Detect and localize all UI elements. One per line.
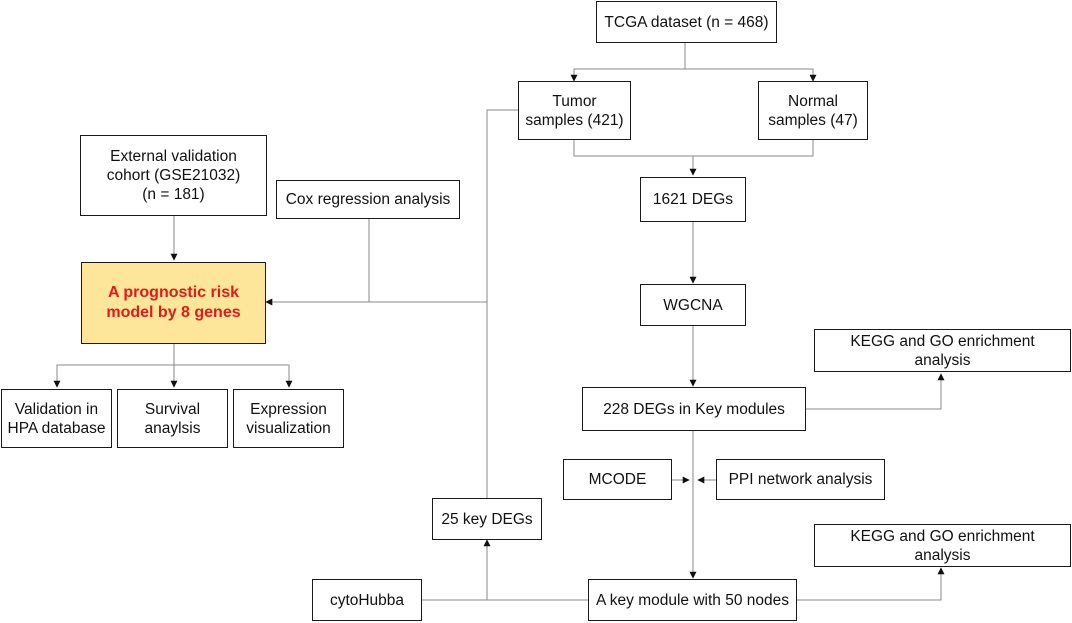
cox-regression-label: Cox regression analysis bbox=[285, 191, 451, 208]
external-validation-node: External validation cohort (GSE21032) (n… bbox=[80, 135, 267, 216]
key-module-label: A key module with 50 nodes bbox=[595, 591, 789, 609]
degs-1621-node: 1621 DEGs bbox=[640, 177, 746, 222]
hpa-validation-label: Validation in HPA database bbox=[7, 400, 106, 437]
edge-tcga-to-tumor bbox=[570, 43, 686, 82]
survival-analysis-node: Survival anaylsis bbox=[117, 389, 228, 448]
expression-visualization-label: Expression visualization bbox=[246, 400, 331, 437]
survival-analysis-label: Survival anaylsis bbox=[144, 400, 201, 437]
degs-228-node: 228 DEGs in Key modules bbox=[582, 387, 806, 431]
expression-visualization-node: Expression visualization bbox=[233, 389, 344, 448]
ppi-network-label: PPI network analysis bbox=[728, 471, 873, 488]
external-validation-label: External validation cohort (GSE21032) (n… bbox=[106, 148, 241, 203]
cytohubba-node: cytoHubba bbox=[312, 579, 422, 621]
key-degs-25-node: 25 key DEGs bbox=[432, 498, 542, 540]
key-module-node: A key module with 50 nodes bbox=[588, 579, 797, 621]
edge-tcga-to-normal bbox=[685, 68, 817, 82]
cytohubba-label: cytoHubba bbox=[329, 591, 405, 609]
normal-samples-node: Normal samples (47) bbox=[758, 81, 868, 140]
key-degs-25-label: 25 key DEGs bbox=[441, 510, 533, 528]
edge-module-to-kegg2 bbox=[797, 567, 945, 601]
wgcna-node: WGCNA bbox=[640, 284, 746, 326]
edge-25-to-model bbox=[486, 109, 518, 498]
normal-samples-label: Normal samples (47) bbox=[768, 92, 858, 129]
degs-1621-label: 1621 DEGs bbox=[652, 191, 734, 208]
cox-regression-node: Cox regression analysis bbox=[276, 180, 460, 219]
edge-model-to-outputs bbox=[53, 344, 175, 388]
edge-tumor-to-degs bbox=[573, 140, 814, 157]
degs-228-label: 228 DEGs in Key modules bbox=[603, 400, 785, 418]
risk-model-node: A prognostic risk model by 8 genes bbox=[81, 262, 266, 344]
tumor-samples-node: Tumor samples (421) bbox=[518, 81, 631, 140]
kegg-go-enrichment-label-2: KEGG and GO enrichment analysis bbox=[850, 527, 1035, 564]
tumor-samples-label: Tumor samples (421) bbox=[525, 92, 624, 129]
tcga-dataset-label: TCGA dataset (n = 468) bbox=[604, 13, 769, 31]
mcode-node: MCODE bbox=[563, 459, 672, 500]
ppi-network-node: PPI network analysis bbox=[716, 459, 885, 500]
tcga-dataset-node: TCGA dataset (n = 468) bbox=[596, 1, 777, 43]
kegg-go-enrichment-node-2: KEGG and GO enrichment analysis bbox=[814, 524, 1071, 567]
mcode-label: MCODE bbox=[588, 471, 647, 488]
kegg-go-enrichment-node-1: KEGG and GO enrichment analysis bbox=[814, 329, 1071, 372]
edge-228-to-kegg1 bbox=[806, 373, 945, 410]
kegg-go-enrichment-label-1: KEGG and GO enrichment analysis bbox=[850, 332, 1035, 369]
hpa-validation-node: Validation in HPA database bbox=[1, 389, 112, 448]
wgcna-label: WGCNA bbox=[663, 296, 723, 314]
edge-model-to-expression bbox=[174, 364, 293, 388]
risk-model-label: A prognostic risk model by 8 genes bbox=[106, 284, 241, 321]
